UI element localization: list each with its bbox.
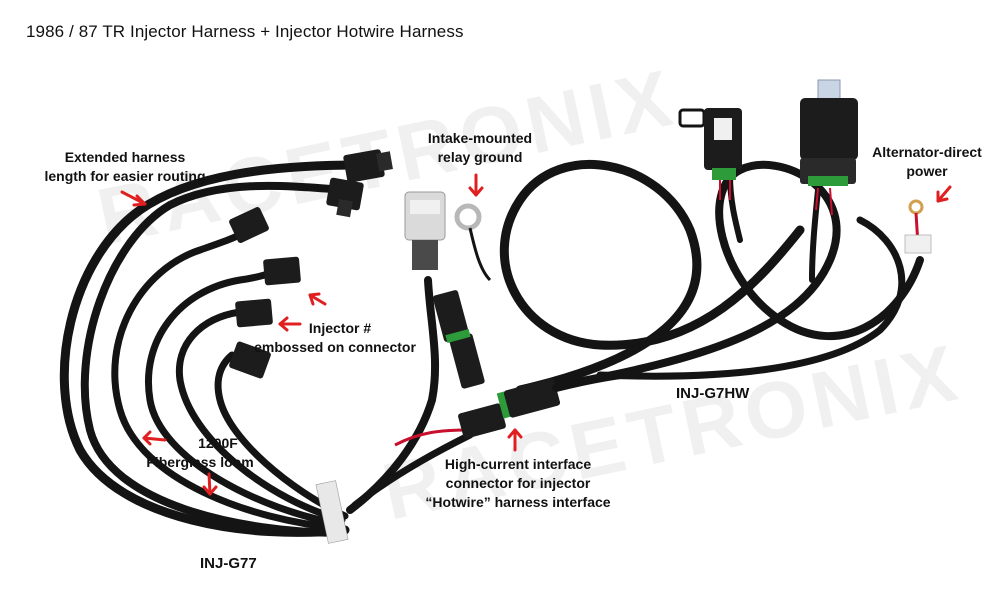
- arrow-loom-left: [142, 430, 167, 446]
- alternator-ring-terminal: [904, 199, 932, 254]
- injector-connector-1: [343, 149, 393, 183]
- arrow-injector-number-2: [278, 316, 302, 332]
- part-number-hotwire-harness: INJ-G7HW: [676, 385, 750, 402]
- ground-ring-terminal: [454, 203, 492, 282]
- injector-connector-6: [229, 341, 271, 379]
- ecu-connector: [404, 191, 446, 270]
- fuse-holder: [678, 108, 742, 200]
- arrow-injector-number-1: [308, 292, 327, 306]
- relay-ground-weatherpack: [432, 290, 485, 389]
- injector-harness-loom: [59, 160, 474, 537]
- arrow-interface-connector: [507, 428, 523, 452]
- loom-label-tag: [315, 480, 349, 544]
- label-injector-number: Injector # embossed on connector: [254, 320, 416, 355]
- label-relay-ground: Intake-mounted relay ground: [427, 130, 533, 165]
- injector-connector-2: [326, 177, 364, 218]
- label-extended-harness: Extended harness length for easier routi…: [44, 149, 206, 184]
- injector-connector-4: [263, 256, 301, 286]
- injector-connector-3: [229, 207, 269, 243]
- relay: [800, 79, 858, 216]
- arrow-alternator-power: [936, 185, 952, 203]
- arrow-relay-ground: [468, 173, 484, 197]
- label-alternator-power: Alternator-direct power: [872, 144, 982, 179]
- interface-loom-link: [552, 371, 624, 392]
- label-fiberglass-loom: 1200F Fiberglass loom: [146, 435, 254, 470]
- arrow-extended-harness: [120, 190, 147, 207]
- injector-connector-5: [235, 298, 273, 328]
- arrow-loom-down: [202, 472, 218, 496]
- page-title: 1986 / 87 TR Injector Harness + Injector…: [26, 22, 464, 41]
- part-number-injector-harness: INJ-G77: [200, 555, 257, 572]
- interface-connector-pair: [458, 378, 561, 439]
- label-interface-connector: High-current interface connector for inj…: [425, 456, 611, 510]
